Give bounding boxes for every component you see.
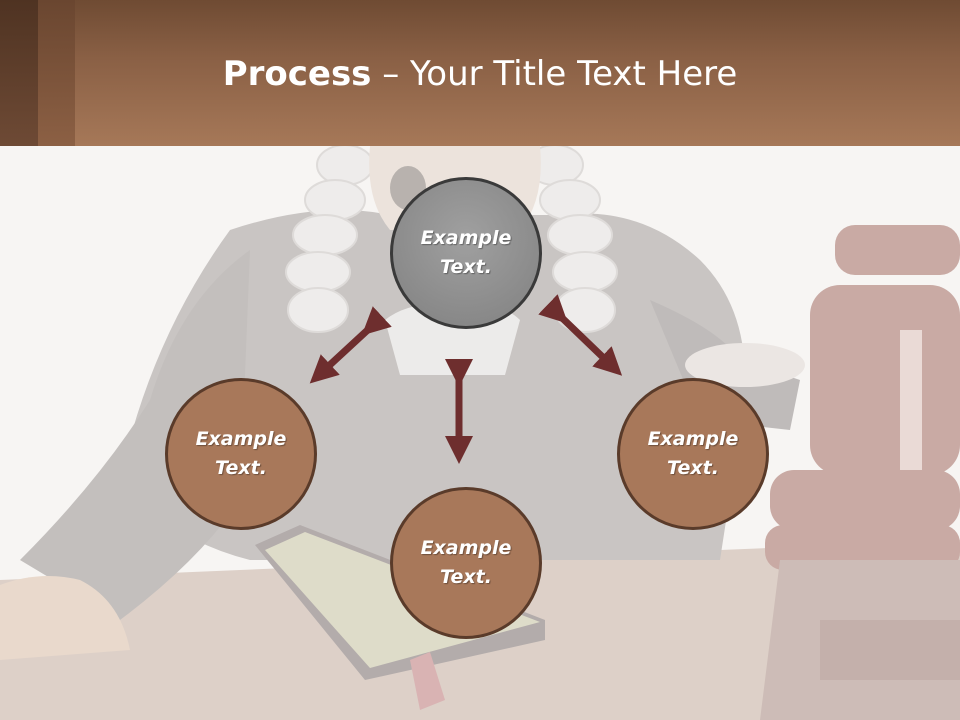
slide-title[interactable]: Process – Your Title Text Here	[0, 52, 960, 96]
title-banner: Process – Your Title Text Here	[0, 0, 960, 146]
banner-stripe-mid	[38, 0, 75, 146]
node-text-line2: Text.	[440, 256, 492, 278]
title-rest: – Your Title Text Here	[371, 54, 738, 94]
node-text-line1: Example	[420, 537, 512, 559]
banner-stripe-dark	[0, 0, 38, 146]
node-text-line2: Text.	[440, 566, 492, 588]
node-text-line1: Example	[420, 227, 512, 249]
node-text-line1: Example	[647, 428, 739, 450]
node-text-line2: Text.	[215, 457, 267, 479]
node-text-line1: Example	[195, 428, 287, 450]
title-bold: Process	[222, 54, 372, 94]
judge-background-illustration	[0, 146, 960, 720]
node-text-line2: Text.	[667, 457, 719, 479]
